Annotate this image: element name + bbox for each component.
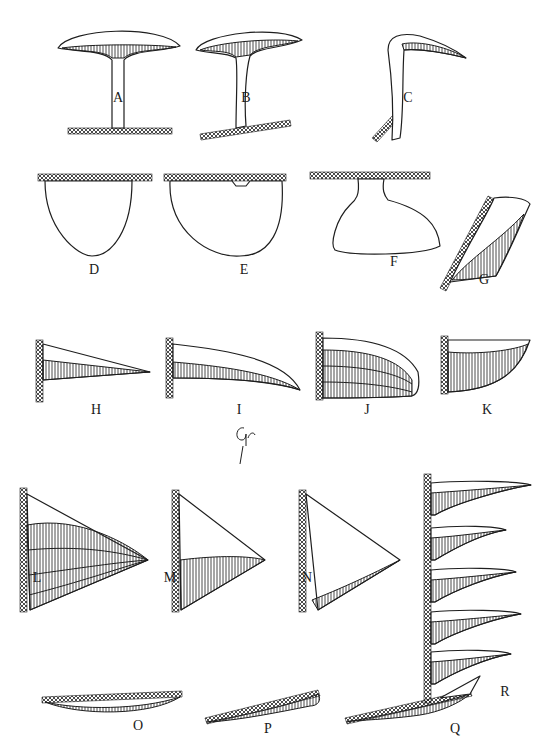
pendant-cap: [333, 179, 440, 254]
figure-letter: L: [33, 571, 42, 585]
triangular-bracket: [179, 494, 265, 610]
figure-letter: I: [237, 403, 242, 417]
imbricate-shelves: [431, 481, 531, 684]
resupinate-cap: [45, 181, 132, 256]
triangular-bracket: [306, 494, 400, 610]
figure-letter: C: [403, 91, 412, 105]
artist-monogram: [237, 428, 255, 464]
bracket: [43, 344, 150, 380]
reflexed-crust: [207, 694, 320, 722]
figure-letter: E: [240, 263, 249, 277]
bracket: [173, 344, 300, 390]
figure-letter: G: [479, 273, 489, 287]
figure-letter: M: [164, 571, 176, 585]
resupinate-cap: [170, 181, 282, 256]
figure-letter: P: [264, 722, 272, 736]
stalked-cap: [196, 32, 302, 128]
figure-letter: K: [482, 403, 492, 417]
triangular-bracket: [27, 494, 148, 610]
figure-letter: F: [390, 255, 398, 269]
resupinate-crust: [45, 697, 180, 712]
figure-letter: B: [241, 91, 250, 105]
lateral-stalked-cap: [388, 35, 466, 140]
figure-letter: O: [133, 719, 143, 733]
figure-letter: H: [91, 403, 101, 417]
figure-letter: R: [500, 685, 509, 699]
figure-letter: J: [364, 403, 369, 417]
substrate: [20, 114, 494, 724]
figure-letter: Q: [450, 722, 460, 736]
figure-letter: N: [302, 571, 312, 585]
figure-letter: D: [89, 263, 99, 277]
stalked-cap: [58, 31, 180, 128]
bracket: [448, 340, 530, 392]
figure-letter: A: [113, 91, 123, 105]
reflexed-crust: [347, 676, 480, 722]
bracket: [450, 197, 530, 282]
hoof-bracket: [323, 338, 419, 398]
